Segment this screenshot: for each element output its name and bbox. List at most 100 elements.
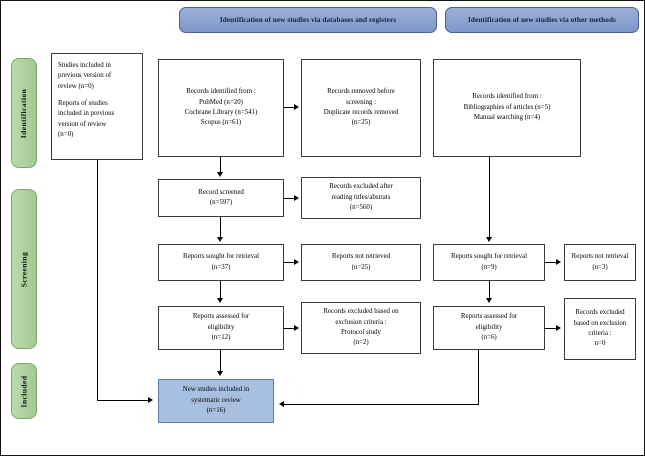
records-excluded-titles-line2: reading titles/abstrats	[331, 193, 391, 201]
reports-sought-other-line1: Reports sought for retrieval	[451, 253, 527, 261]
arrowhead-sought-to-notretrieved-db	[294, 259, 299, 265]
arrowhead-sought-to-assessed-db	[217, 298, 223, 303]
stage-identification-label: Identification	[19, 88, 29, 138]
arrowhead-assessed-to-included	[217, 371, 223, 376]
records-identified-db-line1: Records identified from :	[186, 88, 256, 96]
new-studies-included-line3: (n=16)	[206, 407, 226, 415]
header-other-methods: Identification of new studies via other …	[445, 7, 639, 33]
records-excluded-criteria-db-line3: Protocol study	[340, 329, 381, 336]
new-studies-included-line2: systematic review	[191, 396, 241, 404]
stage-identification: Identification	[11, 58, 37, 168]
connector-sought-to-assessed-other	[489, 281, 491, 299]
reports-assessed-other-line3: (n=6)	[481, 334, 497, 342]
records-identified-db-line3: Cochrane Library (n=541)	[184, 109, 258, 116]
header-databases-label: Identification of new studies via databa…	[219, 16, 397, 24]
stage-included: Included	[11, 363, 37, 419]
box-records-identified-databases: Records identified from : PubMed (n=20) …	[158, 59, 284, 157]
connector-assessed-to-included	[220, 350, 222, 372]
connector-screened-to-excluded	[284, 198, 295, 200]
records-excluded-criteria-db-line4: (n=2)	[353, 339, 369, 347]
new-studies-included-line1: New studies included in	[182, 386, 250, 394]
connector-identified-to-screened	[220, 157, 222, 173]
records-removed-line3: Duplicate records removed	[323, 109, 399, 116]
box-records-excluded-titles: Records excluded after reading titles/ab…	[301, 177, 421, 219]
connector-assessed-to-excluded-other	[545, 328, 557, 330]
connector-assessed-to-excluded-db	[284, 328, 295, 330]
connector-screened-to-sought	[220, 217, 222, 238]
arrowhead-identified-other-to-sought	[486, 237, 492, 242]
box-reports-not-retrieved-other: Reports not retrieval (n=3)	[564, 244, 636, 281]
records-removed-line2: screening :	[345, 98, 377, 106]
connector-other-to-included	[284, 404, 479, 406]
arrowhead-identified-to-screened	[217, 172, 223, 177]
records-excluded-criteria-db-line1: Records excluded based on	[323, 308, 399, 316]
records-excluded-criteria-other-line4: n=0	[594, 340, 606, 348]
records-excluded-criteria-db-line2: exclusion criteria :	[335, 318, 387, 326]
records-excluded-criteria-other-line2: based on exclusion	[573, 319, 627, 327]
box-records-screened: Record screened (n=597)	[158, 179, 284, 217]
reports-not-retrieved-other-line2: (n=3)	[592, 263, 608, 271]
reports-not-retrieved-other-line1: Reports not retrieval	[571, 253, 629, 261]
box-reports-sought-other: Reports sought for retrieval (n=9)	[433, 244, 545, 281]
reports-assessed-other-line1: Reports assessed for	[460, 313, 518, 321]
box-records-excluded-criteria-databases: Records excluded based on exclusion crit…	[301, 302, 421, 354]
connector-previous-to-included	[97, 400, 149, 402]
connector-sought-to-notretrieved-other	[545, 262, 557, 264]
box-records-excluded-criteria-other: Records excluded based on exclusion crit…	[564, 298, 636, 360]
stage-included-label: Included	[19, 375, 29, 407]
connector-sought-to-notretrieved-db	[284, 262, 295, 264]
arrowhead-other-to-included	[279, 401, 284, 407]
records-removed-line4: (n=25)	[351, 119, 371, 127]
arrowhead-assessed-to-excluded-other	[556, 325, 561, 331]
box-reports-assessed-other: Reports assessed for eligibility (n=6)	[433, 306, 545, 350]
arrowhead-sought-to-notretrieved-other	[556, 259, 561, 265]
reports-assessed-db-line2: eligibility	[207, 323, 235, 331]
records-excluded-criteria-other-line1: Records excluded	[575, 309, 625, 317]
records-excluded-titles-line3: (n=560)	[349, 204, 373, 212]
records-identified-other-line2: Bibliographies of articles (n=5)	[463, 103, 551, 111]
records-identified-other-line1: Records identified from :	[472, 93, 542, 101]
reports-assessed-other-line2: eligibility	[475, 323, 503, 331]
reports-sought-db-line1: Reports sought for retrieval	[183, 253, 259, 261]
stage-screening: Screening	[11, 189, 37, 349]
box-reports-sought-databases: Reports sought for retrieval (n=37)	[158, 244, 284, 281]
arrowhead-previous-to-included	[148, 397, 153, 403]
arrowhead-screened-to-sought	[217, 237, 223, 242]
records-identified-db-line4: Scopus (n=61)	[200, 119, 242, 127]
reports-not-retrieved-db-line1: Reports not retrieved	[331, 253, 391, 261]
records-removed-line1: Records removed before	[327, 88, 395, 96]
previous-version-line3: review (n=0)	[58, 82, 94, 90]
previous-version-line1: Studies included in	[58, 62, 111, 69]
previous-version-line5: included in previous	[58, 110, 115, 118]
arrowhead-screened-to-excluded	[294, 195, 299, 201]
records-excluded-titles-line1: Records excluded after	[329, 183, 393, 191]
connector-identified-to-removed	[284, 107, 295, 109]
box-previous-version: Studies included in previous version of …	[51, 53, 143, 160]
box-reports-assessed-databases: Reports assessed for eligibility (n=12)	[158, 306, 284, 350]
reports-not-retrieved-db-line2: (n=25)	[351, 263, 371, 271]
records-screened-line2: (n=597)	[209, 199, 233, 206]
arrowhead-identified-to-removed	[294, 104, 299, 110]
stage-screening-label: Screening	[19, 251, 29, 287]
records-excluded-criteria-other-line3: criteria :	[588, 330, 612, 337]
connector-other-down-to-included	[478, 350, 480, 405]
box-records-identified-other: Records identified from : Bibliographies…	[433, 59, 581, 157]
connector-previous-down	[97, 160, 99, 401]
arrowhead-assessed-to-excluded-db	[294, 325, 299, 331]
previous-version-line2: previous version of	[58, 72, 112, 80]
box-reports-not-retrieved-databases: Reports not retrieved (n=25)	[301, 244, 421, 281]
connector-sought-to-assessed-db	[220, 281, 222, 299]
records-identified-other-line3: Manual searching (n=4)	[473, 114, 541, 122]
previous-version-line6: version of review	[58, 120, 107, 128]
records-identified-db-line2: PubMed (n=20)	[199, 98, 243, 106]
previous-version-line7: (n=0)	[58, 131, 74, 139]
reports-sought-db-line2: (n=37)	[211, 263, 231, 271]
box-new-studies-included: New studies included in systematic revie…	[158, 379, 274, 423]
box-records-removed: Records removed before screening : Dupli…	[301, 59, 421, 157]
reports-assessed-db-line3: (n=12)	[211, 334, 231, 342]
records-screened-line1: Record screened	[198, 188, 244, 196]
previous-version-line4: Reports of studies	[58, 100, 108, 108]
reports-assessed-db-line1: Reports assessed for	[192, 313, 250, 321]
header-databases-registers: Identification of new studies via databa…	[179, 7, 437, 33]
